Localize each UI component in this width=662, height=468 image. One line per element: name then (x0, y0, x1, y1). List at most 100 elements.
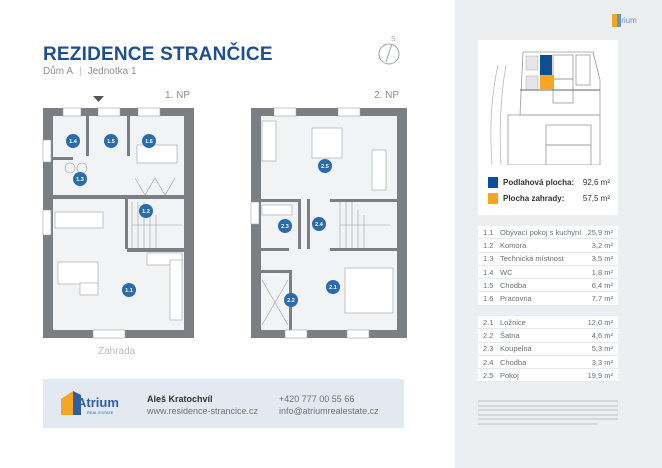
room-id: 1.4 (483, 267, 494, 277)
contact-footer: Atrium REAL ESTATE Aleš Kratochvíl www.re… (43, 379, 404, 428)
room-area: 19,9 m² (587, 370, 613, 380)
garden-label: Zahrada (98, 346, 136, 357)
room-name: Chodba (500, 280, 527, 290)
room-row: 1.5 Chodba 6,4 m² (478, 279, 618, 293)
floor-1-plan (42, 107, 194, 339)
room-area: 12,0 m² (587, 317, 613, 327)
room-badge: 1.2 (139, 204, 153, 218)
email-link[interactable]: info@atriumrealestate.cz (279, 406, 379, 416)
phone-number[interactable]: +420 777 00 55 66 (279, 394, 355, 404)
room-badge-label: 1.4 (69, 139, 78, 145)
room-name: Šatna (500, 330, 520, 340)
legend-floor-area: Podlahová plocha: 92,6 m² (488, 177, 610, 188)
room-row: 2.1 Ložnice 12,0 m² (478, 316, 618, 330)
room-badge-label: 2.4 (315, 222, 324, 228)
room-badge-label: 2.3 (281, 224, 289, 230)
room-area: 7,7 m² (591, 294, 613, 304)
floor-1-label: 1. NP (165, 90, 191, 101)
room-row: 1.4 WC 1,8 m² (478, 265, 618, 280)
room-row: 1.6 Pracovna 7,7 m² (478, 292, 618, 306)
room-area: 3,5 m² (591, 254, 613, 264)
room-badge: 1.6 (142, 134, 156, 148)
room-badge-label: 2.5 (321, 164, 329, 170)
room-badge-label: 2.1 (329, 285, 337, 291)
room-row: 1.2 Komora 3,2 m² (478, 239, 618, 253)
legend-garden-area: Plocha zahrady: 57,5 m² (488, 193, 610, 204)
room-name: Komora (500, 240, 527, 250)
room-name: Technická místnost (500, 254, 564, 264)
room-name: WC (500, 267, 513, 277)
room-badge: 1.5 (104, 134, 118, 148)
room-badge: 2.5 (318, 159, 332, 173)
room-badge-label: 1.2 (142, 209, 150, 215)
room-row: 2.2 Šatna 4,6 m² (478, 329, 618, 343)
floor-plan-page: REZIDENCE STRANČICE Dům A|Jednotka 1 1. … (42, 36, 407, 428)
website-link[interactable]: www.residence-strancice.cz (147, 406, 259, 416)
room-badge-label: 1.3 (76, 177, 84, 183)
room-area: 5,3 m² (591, 344, 613, 354)
room-id: 2.3 (483, 344, 494, 354)
compass-icon: S (378, 36, 400, 65)
room-badge-label: 1.6 (145, 139, 153, 145)
room-badge: 1.1 (122, 283, 136, 297)
room-area: 3,2 m² (591, 240, 613, 250)
legend-value: 57,5 m² (582, 194, 610, 203)
room-badge: 2.2 (284, 293, 298, 307)
room-id: 1.5 (483, 280, 494, 290)
atrium-logo-small: trium (612, 14, 637, 27)
legend-label: Podlahová plocha: (503, 178, 575, 187)
garden-area-marker (540, 75, 554, 89)
room-id: 1.3 (483, 254, 494, 264)
atrium-logo: Atrium REAL ESTATE (61, 391, 119, 415)
floor-area-marker (540, 55, 552, 75)
svg-text:REAL ESTATE: REAL ESTATE (87, 410, 114, 415)
room-area: 3,3 m² (591, 357, 613, 367)
room-row: 2.3 Koupelna 5,3 m² (478, 342, 618, 356)
room-name: Obývací pokoj s kuchyní (500, 227, 582, 237)
room-id: 1.2 (483, 240, 494, 250)
rooms-table-floor-2: 2.1 Ložnice 12,0 m² 2.2 Šatna 4,6 m² 2.3 Koupel… (478, 316, 618, 383)
site-plan (490, 51, 601, 166)
house-label: Dům A (43, 66, 74, 77)
room-row: 2.4 Chodba 3,3 m² (478, 355, 618, 370)
room-name: Koupelna (500, 344, 532, 354)
room-row: 2.5 Pokoj 19,9 m² (478, 369, 618, 383)
room-id: 2.5 (483, 370, 494, 380)
room-area: 25,9 m² (587, 227, 613, 237)
agent-name: Aleš Kratochvíl (147, 394, 213, 404)
room-badge-label: 1.5 (107, 139, 115, 145)
room-badge-label: 2.2 (287, 298, 295, 304)
info-panel: trium Podlahová plocha: 92,6 m² Plocha za… (455, 0, 662, 468)
room-badge: 2.4 (312, 217, 326, 231)
room-badge: 1.3 (73, 172, 87, 186)
room-badge: 1.4 (66, 134, 80, 148)
room-area: 1,8 m² (591, 267, 613, 277)
entrance-arrow-icon (93, 96, 104, 102)
room-area: 6,4 m² (591, 280, 613, 290)
floor-plans: S (42, 36, 407, 339)
room-id: 2.4 (483, 357, 494, 367)
room-name: Pracovna (500, 294, 532, 304)
floor-2-label: 2. NP (374, 90, 400, 101)
room-id: 1.6 (483, 294, 494, 304)
page-title: REZIDENCE STRANČICE (43, 44, 273, 65)
floor-2-plan (250, 107, 407, 339)
svg-text:Atrium: Atrium (77, 395, 119, 410)
legend-label: Plocha zahrady: (503, 194, 565, 203)
room-badge: 2.1 (326, 280, 340, 294)
room-name: Chodba (500, 357, 527, 367)
room-badge-label: 1.1 (125, 288, 133, 294)
room-badge: 2.3 (278, 219, 292, 233)
room-id: 2.2 (483, 330, 494, 340)
svg-text:S: S (391, 36, 396, 43)
legend-value: 92,6 m² (582, 178, 610, 187)
room-row: 1.3 Technická místnost 3,5 m² (478, 252, 618, 266)
room-name: Ložnice (500, 317, 526, 327)
svg-text:trium: trium (619, 16, 637, 25)
room-id: 2.1 (483, 317, 494, 327)
subtitle: Dům A|Jednotka 1 (43, 66, 137, 77)
room-name: Pokoj (500, 370, 519, 380)
room-area: 4,6 m² (591, 330, 613, 340)
